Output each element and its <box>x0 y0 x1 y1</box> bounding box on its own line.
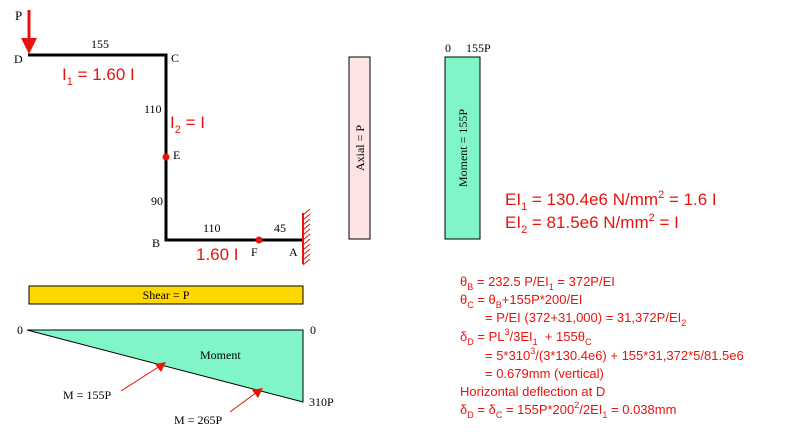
prop-cb: I2 = I <box>170 113 205 136</box>
frame-members <box>28 53 302 242</box>
calc-delta-d-2: = 5*3103/(3*130.4e6) + 155*31,372*5/81.5… <box>485 346 744 363</box>
node-label-a: A <box>289 245 298 259</box>
moment-zero-left: 0 <box>17 323 23 337</box>
axial-bar-label: Axial = P <box>353 125 367 171</box>
point-f-marker <box>255 236 263 244</box>
dim-fa: 45 <box>274 221 286 235</box>
moment-diagram: Moment 0 0 310P M = 155P M = 265P <box>17 323 334 427</box>
prop-ba: 1.60 I <box>196 245 239 264</box>
dim-ce: 110 <box>144 102 162 116</box>
moment-bar-rect <box>444 56 481 240</box>
annotation-arrowhead-m2 <box>252 388 263 398</box>
node-label-c: C <box>171 51 179 65</box>
calc-delta-h: δD = δC = 155P*2002/2EI1 = 0.038mm <box>460 400 676 420</box>
shear-bar: Shear = P <box>28 285 304 305</box>
calc-delta-d-3: = 0.679mm (vertical) <box>485 366 604 381</box>
point-e-marker <box>162 153 170 161</box>
moment-bar-tick-zero: 0 <box>445 41 451 55</box>
ei-line-2: EI2 = 81.5e6 N/mm2 = I <box>505 212 679 236</box>
load-label: P <box>15 8 22 23</box>
moment-bar-tick-end: 155P <box>466 41 491 55</box>
annotation-arrow-m2 <box>229 391 258 413</box>
calc-theta-c-2: = P/EI (372+31,000) = 31,372P/EI2 <box>485 310 686 328</box>
calc-delta-d: δD = PL3/3EI1 + 155θC <box>460 327 592 347</box>
axial-bar-rect <box>348 56 371 240</box>
annotation-m1: M = 155P <box>63 388 111 402</box>
moment-bar: Moment = 155P 0 155P <box>444 41 491 240</box>
ei-line-1: EI1 = 130.4e6 N/mm2 = 1.6 I <box>505 189 717 213</box>
deflection-calculations: θB = 232.5 P/EI1 = 372P/EI θC = θB+155P*… <box>460 274 744 420</box>
calc-theta-c: θC = θB+155P*200/EI <box>460 292 582 310</box>
node-label-d: D <box>14 52 23 66</box>
shear-bar-rect <box>28 285 304 305</box>
fixed-support-hatch <box>302 208 311 266</box>
prop-dc: I1 = 1.60 I <box>62 65 135 88</box>
dim-dc: 155 <box>91 37 109 51</box>
calc-horizontal-title: Horizontal deflection at D <box>460 384 605 399</box>
load-arrow-head <box>21 38 37 54</box>
dim-bf: 110 <box>203 221 221 235</box>
moment-bar-label: Moment = 155P <box>456 109 470 187</box>
annotation-arrow-m1 <box>120 365 161 392</box>
frame-diagram: P D C E B F A 155 110 90 110 45 <box>14 8 311 266</box>
node-label-e: E <box>173 148 180 162</box>
ei-values: EI1 = 130.4e6 N/mm2 = 1.6 I EI2 = 81.5e6… <box>505 189 717 236</box>
moment-diagram-label: Moment <box>200 348 241 362</box>
shear-bar-label: Shear = P <box>143 288 190 302</box>
dim-eb: 90 <box>151 194 163 208</box>
node-label-f: F <box>251 245 258 259</box>
annotation-arrowhead-m1 <box>155 362 166 372</box>
annotation-m2: M = 265P <box>174 413 222 427</box>
moment-zero-right: 0 <box>310 323 316 337</box>
axial-bar: Axial = P <box>348 56 371 240</box>
moment-end-value: 310P <box>309 395 334 409</box>
calc-theta-b: θB = 232.5 P/EI1 = 372P/EI <box>460 274 615 292</box>
node-label-b: B <box>152 236 160 250</box>
moment-diagram-triangle <box>26 329 304 403</box>
